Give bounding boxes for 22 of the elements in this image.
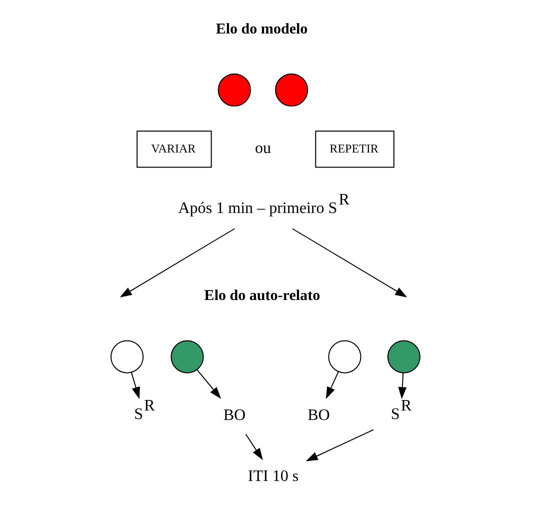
node-circle: [110, 340, 144, 374]
arrow: [130, 372, 140, 400]
node-circle: [275, 73, 308, 107]
node-circle: [170, 340, 204, 374]
arrow: [196, 369, 222, 399]
arrow: [245, 434, 263, 460]
arrow: [292, 228, 408, 298]
label: Elo do modelo: [216, 21, 308, 38]
node-text: BO: [223, 406, 246, 424]
node-text: BO: [308, 406, 330, 424]
node-circle: [218, 73, 251, 107]
arrow: [306, 429, 374, 462]
node-circle: [387, 340, 420, 374]
arrow: [398, 373, 407, 400]
node-circle: [328, 340, 362, 374]
node-text: ITI 10 s: [248, 468, 299, 485]
node-box: REPETIR: [315, 130, 394, 168]
label: ou: [254, 140, 271, 157]
arrow: [120, 228, 235, 298]
label: Elo do auto-relato: [204, 288, 320, 304]
node-box: VARIAR: [136, 130, 212, 168]
arrow: [326, 371, 339, 399]
